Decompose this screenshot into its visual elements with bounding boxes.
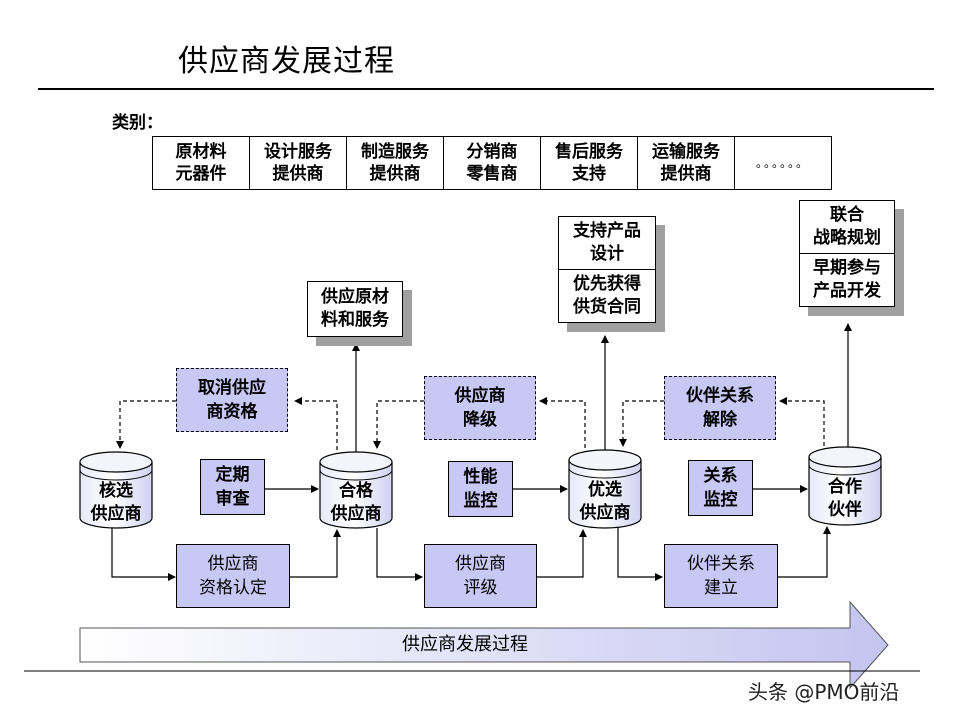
arrow-from-dissolve: [619, 400, 664, 447]
benefit-section: 早期参与产品开发: [800, 253, 894, 306]
arrow-to-dissolve: [779, 397, 825, 446]
stage-line: 供应商: [90, 504, 142, 524]
stage-partner-label: 合作伙伴: [809, 474, 881, 524]
box-line: 战略规划: [813, 228, 881, 248]
category-line: 原材料: [175, 142, 227, 162]
stage-line: 合作: [828, 477, 862, 497]
category-line: 售后服务: [555, 142, 623, 162]
monitor-review-box: 定期审查: [200, 459, 265, 515]
category-line: 运输服务: [652, 142, 720, 162]
box-line: 料和服务: [321, 310, 389, 330]
category-cell: 分销商零售商: [444, 137, 541, 189]
category-line: 制造服务: [361, 142, 429, 162]
benefit-section: 支持产品设计: [559, 217, 655, 269]
box-line: 早期参与: [813, 258, 881, 278]
arrow-to-qualification: [111, 528, 176, 581]
box-line: 供应商: [455, 554, 506, 574]
category-table: 原材料元器件 设计服务提供商 制造服务提供商 分销商零售商 售后服务支持 运输服…: [152, 136, 832, 190]
stage-screened-label: 核选供应商: [80, 478, 152, 528]
demotion-disqualify-box: 取消供应商资格: [176, 368, 288, 432]
box-line: 伙伴关系: [686, 386, 754, 406]
box-line: 供货合同: [573, 297, 641, 317]
demotion-dissolve-box: 伙伴关系解除: [664, 376, 776, 440]
arrow-from-disqualify: [116, 400, 176, 449]
watermark: 头条 @PMO前沿: [748, 680, 900, 704]
process-arrow: [79, 600, 889, 690]
stage-qualified-label: 合格供应商: [320, 478, 392, 528]
arrow-to-rating: [376, 528, 423, 581]
box-line: 伙伴关系: [687, 554, 755, 574]
cylinder-screened: [79, 451, 153, 529]
category-cell: 原材料元器件: [153, 137, 250, 189]
category-label: 类别：: [112, 113, 163, 133]
arrow-from-rating: [537, 529, 587, 578]
box-line: 定期: [215, 465, 250, 485]
category-cell: 设计服务提供商: [250, 137, 347, 189]
benefit-preferred-box: 支持产品设计 优先获得供货合同: [558, 216, 656, 323]
category-line: 设计服务: [264, 142, 332, 162]
stage-line: 优选: [588, 480, 622, 500]
cylinder-partner: [808, 446, 882, 526]
box-line: 供应原材: [321, 287, 389, 307]
box-line: 评级: [463, 578, 498, 598]
benefit-section: 优先获得供货合同: [559, 269, 655, 322]
benefit-partner-box: 联合战略规划 早期参与产品开发: [799, 200, 895, 307]
monitor-performance-box: 性能监控: [448, 461, 513, 517]
box-line: 性能: [463, 467, 498, 487]
title-divider: [38, 88, 934, 90]
box-line: 解除: [703, 410, 737, 430]
category-line: 提供商: [369, 164, 421, 184]
arrow-to-partnership: [617, 528, 663, 581]
category-cell: 运输服务提供商: [638, 137, 735, 189]
category-cell-ellipsis: 。。。。。。: [735, 137, 831, 189]
stage-line: 供应商: [330, 504, 382, 524]
advance-rating-box: 供应商评级: [424, 544, 537, 608]
stage-line: 伙伴: [828, 500, 862, 520]
stage-line: 供应商: [579, 503, 631, 523]
arrow-from-downgrade: [373, 400, 424, 449]
box-line: 监控: [703, 490, 738, 510]
box-line: 供应商: [207, 554, 259, 574]
box-line: 产品开发: [813, 281, 881, 301]
advance-qualification-box: 供应商资格认定: [176, 544, 290, 608]
box-line: 取消供应: [198, 378, 266, 398]
stage-line: 合格: [339, 481, 373, 501]
category-line: 支持: [572, 164, 606, 184]
category-line: 分销商: [466, 142, 518, 162]
arrow-from-qualification: [290, 529, 341, 578]
box-line: 监控: [463, 491, 498, 511]
box-line: 关系: [703, 466, 738, 486]
category-cell: 制造服务提供商: [347, 137, 444, 189]
benefit-qualified-box: 供应原材料和服务: [307, 281, 403, 337]
box-line: 审查: [215, 489, 250, 509]
cylinder-preferred: [568, 449, 642, 529]
arrow-to-disqualify: [294, 397, 338, 450]
arrow-to-downgrade: [539, 397, 586, 448]
box-line: 商资格: [206, 402, 258, 422]
box-line: 降级: [463, 410, 497, 430]
category-line: 元器件: [175, 164, 227, 184]
stage-preferred-label: 优选供应商: [569, 477, 641, 527]
process-arrow-label: 供应商发展过程: [402, 634, 528, 655]
cylinder-qualified: [319, 451, 393, 529]
box-line: 设计: [590, 244, 624, 264]
benefit-section: 联合战略规划: [800, 201, 894, 253]
demotion-downgrade-box: 供应商降级: [424, 376, 536, 440]
category-line: 提供商: [660, 164, 712, 184]
category-line: 零售商: [466, 164, 518, 184]
advance-partnership-box: 伙伴关系建立: [664, 544, 778, 608]
category-cell: 售后服务支持: [541, 137, 638, 189]
box-line: 建立: [704, 578, 738, 598]
box-line: 联合: [830, 205, 864, 225]
arrow-from-partnership: [778, 526, 831, 578]
box-line: 供应商: [454, 386, 506, 406]
category-line: 。。。。。。: [755, 156, 810, 170]
monitor-relationship-box: 关系监控: [688, 460, 753, 516]
category-line: 提供商: [272, 164, 324, 184]
box-line: 资格认定: [199, 578, 267, 598]
box-line: 支持产品: [573, 221, 641, 241]
box-line: 优先获得: [573, 274, 641, 294]
stage-line: 核选: [99, 481, 133, 501]
page-title: 供应商发展过程: [178, 44, 395, 79]
